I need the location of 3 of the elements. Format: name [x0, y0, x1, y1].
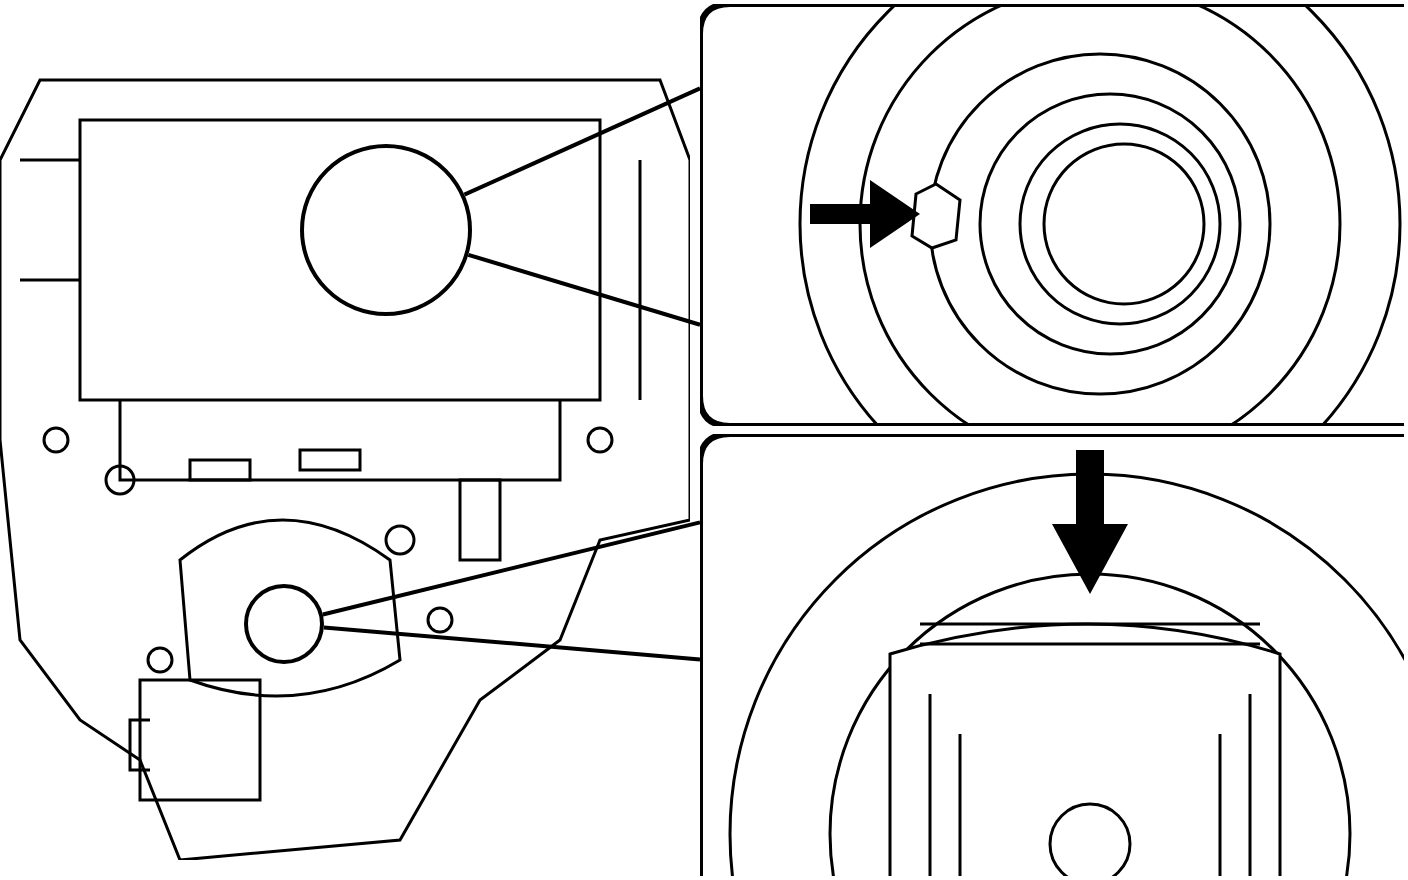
leader-line — [322, 520, 701, 617]
leader-line — [323, 625, 701, 662]
leader-line — [467, 252, 701, 327]
